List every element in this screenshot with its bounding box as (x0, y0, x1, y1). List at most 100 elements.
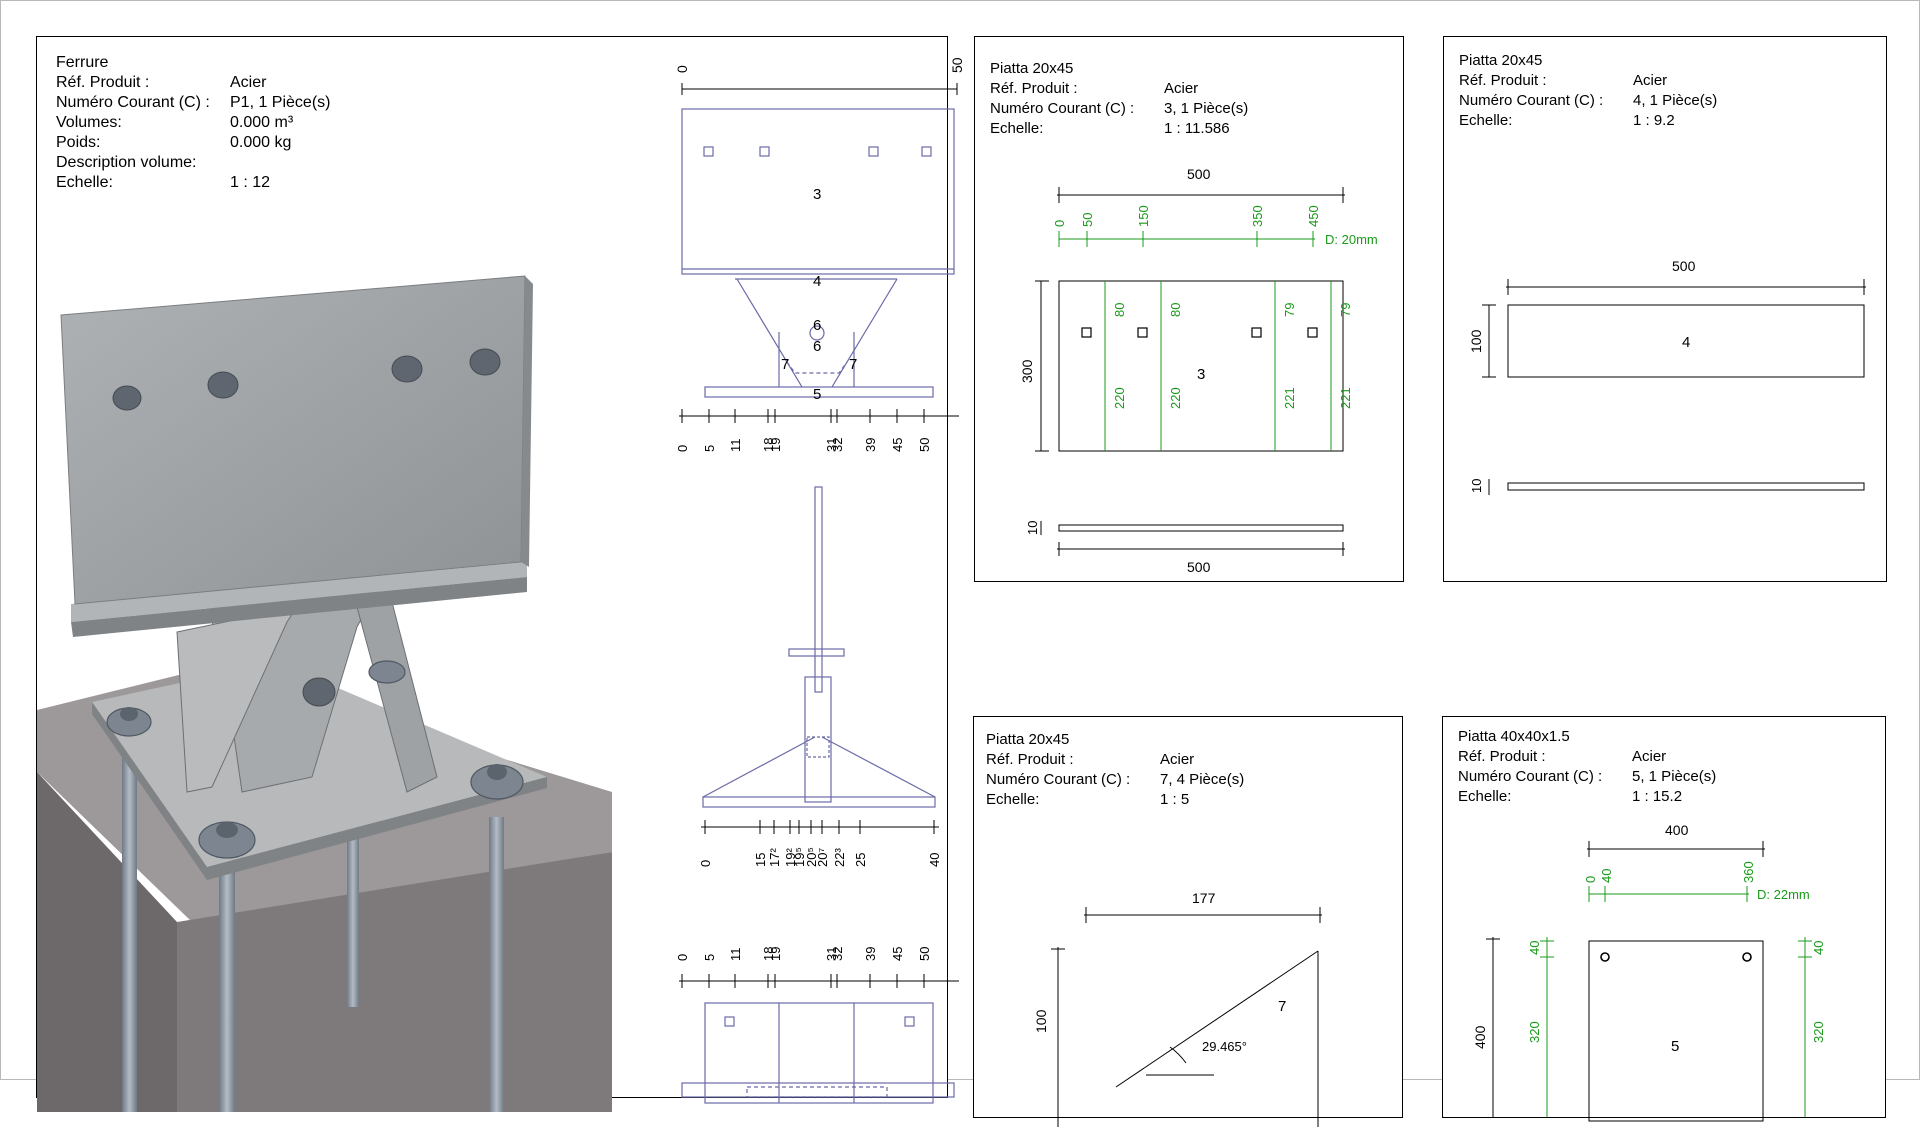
piece5-width-dim: 400 (1665, 822, 1689, 838)
top-view-label-6: 6 (813, 317, 821, 334)
top-view-base-label: 5 (813, 386, 821, 403)
piece7-part-label: 7 (1278, 998, 1286, 1015)
hole-icon (1081, 327, 1092, 338)
bottom-view-plate (704, 1002, 934, 1104)
piece3-hole-x: 0 (1052, 220, 1067, 227)
dimension-tick-label: 0 (675, 954, 690, 961)
hole-icon (904, 1016, 915, 1027)
bolt-icon (806, 736, 830, 758)
dimension-tick-label: 18 (761, 438, 776, 452)
hole-icon (724, 1016, 735, 1027)
piece3-hole-x: 450 (1306, 205, 1321, 227)
piece3-hole-bottom: 221 (1282, 387, 1297, 409)
top-view-tick: 0 (674, 65, 690, 73)
piece7-echelle-value: 1 : 5 (1160, 791, 1190, 808)
piece3-echelle-value: 1 : 11.586 (1164, 120, 1230, 137)
piece7-drawing: 177 100 7 29.465° (1033, 890, 1322, 1127)
piece5-hole-x: 360 (1741, 861, 1756, 883)
dimension-tick-label: 15 (753, 853, 768, 867)
piece3-hole-top: 79 (1338, 303, 1353, 317)
bolt-icon (112, 385, 142, 411)
ferrure-poids-value: 0.000 kg (230, 134, 292, 151)
nut-icon (216, 822, 238, 838)
top-view-base-plate (704, 386, 934, 398)
piece3-part-label: 3 (1197, 366, 1205, 383)
flange-plate-edge (71, 577, 527, 637)
piece3-hole-top: 79 (1282, 303, 1297, 317)
dimension-tick-label: 39 (863, 947, 878, 961)
dimension-tick-label: 17² (767, 848, 782, 867)
piece5-edge-left: 40 (1527, 941, 1542, 955)
hole-icon (759, 146, 770, 157)
piece5-echelle-value: 1 : 15.2 (1632, 788, 1683, 805)
dimension-tick-label: 25 (853, 853, 868, 867)
piece4-drawing: 500 100 4 10 (1468, 258, 1866, 495)
top-view-tick: 50 (949, 57, 965, 73)
bolt-icon (809, 325, 825, 341)
ferrure-ortho-views: 0 50 3 4 6 6 7 7 5 (674, 57, 965, 1104)
dimension-tick-label: 0 (698, 860, 713, 867)
hole-icon (1251, 327, 1262, 338)
piece7-plate-edge (1115, 950, 1319, 1088)
piece3-info-block: Piatta 20x45 Réf. Produit :Acier Numéro … (990, 59, 1248, 139)
piece4-part-label: 4 (1682, 334, 1690, 351)
dimension-tick-label: 19 (768, 947, 783, 961)
piece7-height-dim: 100 (1033, 1009, 1049, 1033)
piece5-mid-left: 320 (1527, 1021, 1542, 1043)
anchor-rod (219, 832, 235, 1112)
ferrure-echelle-label: Echelle: (56, 174, 113, 191)
nut-icon (368, 660, 406, 684)
top-view-plate-label: 3 (813, 186, 821, 203)
piece5-title: Piatta 40x40x1.5 (1458, 728, 1570, 745)
piece3-hole-top: 80 (1168, 303, 1183, 317)
dimension-tick-label: 11 (728, 439, 743, 453)
piece3-hole-top: 80 (1112, 303, 1127, 317)
piece3-ref-value: Acier (1164, 80, 1199, 97)
piece4-info-block: Piatta 20x45 Réf. Produit :Acier Numéro … (1459, 51, 1717, 131)
piece7-info-block: Piatta 20x45 Réf. Produit :Acier Numéro … (986, 730, 1244, 810)
side-view-flange (788, 648, 845, 657)
dimension-tick-label: 50 (917, 947, 932, 961)
piece7-width-dim: 177 (1192, 890, 1216, 906)
ferrure-poids-label: Poids: (56, 134, 101, 151)
ferrure-volumes-value: 0.000 m³ (230, 114, 294, 131)
dimension-tick-label: 32 (830, 947, 845, 961)
piece3-thickness-dim: 10 (1025, 521, 1040, 535)
piece5-panel: Piatta 40x40x1.5 Réf. Produit :Acier Num… (1442, 716, 1886, 1122)
dimension-tick-label: 22³ (832, 848, 847, 867)
bottom-view-flange (681, 1082, 955, 1098)
piece3-panel: Piatta 20x45 Réf. Produit :Acier Numéro … (974, 36, 1404, 582)
hole-icon (1307, 327, 1318, 338)
piece3-hole-bottom: 220 (1168, 387, 1183, 409)
piece3-hole-diameter: D: 20mm (1325, 232, 1378, 247)
piece4-width-dim: 500 (1672, 258, 1696, 274)
piece5-height-dim: 400 (1472, 1025, 1488, 1049)
piece3-hole-x: 150 (1136, 205, 1151, 227)
anchor-rod (122, 752, 137, 1112)
ferrure-echelle-value: 1 : 12 (230, 174, 271, 191)
anchor-rod (489, 817, 504, 1112)
hole-icon (1137, 327, 1148, 338)
piece3-numero-value: 3, 1 Pièce(s) (1164, 100, 1249, 117)
piece7-echelle-label: Echelle: (986, 791, 1040, 808)
piece5-ref-label: Réf. Produit : (1458, 748, 1546, 765)
piece7-ref-label: Réf. Produit : (986, 751, 1074, 768)
piece5-hole-x: 40 (1599, 869, 1614, 883)
piece5-hole-x: 0 (1583, 876, 1598, 883)
piece5-info-block: Piatta 40x40x1.5 Réf. Produit :Acier Num… (1458, 727, 1716, 807)
dimension-tick-label: 18 (761, 947, 776, 961)
main-plate (60, 275, 526, 605)
dimension-tick-label: 19² (783, 848, 798, 867)
piece3-thickness-view (1058, 524, 1344, 532)
piece5-echelle-label: Echelle: (1458, 788, 1512, 805)
piece3-width-dim: 500 (1187, 166, 1211, 182)
dimension-tick-label: 11 (728, 948, 743, 962)
ferrure-info-block: Ferrure Réf. Produit :Acier Numéro Coura… (56, 53, 330, 193)
dimension-tick-label: 40 (927, 853, 942, 867)
ferrure-volumes-label: Volumes: (56, 114, 122, 131)
piece4-panel: Piatta 20x45 Réf. Produit :Acier Numéro … (1443, 36, 1887, 582)
ferrure-title: Ferrure (56, 54, 109, 71)
piece7-angle: 29.465° (1202, 1039, 1247, 1054)
